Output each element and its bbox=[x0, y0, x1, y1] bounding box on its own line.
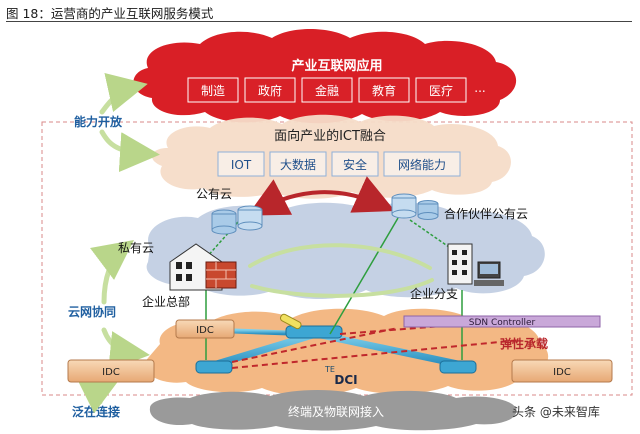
branch-building-icon bbox=[447, 243, 504, 286]
hq-label: 企业总部 bbox=[142, 294, 190, 309]
hq-building-icon bbox=[169, 243, 237, 291]
te-label: TE bbox=[324, 365, 335, 374]
ict-item: 网络能力 bbox=[398, 157, 446, 172]
app-label: 政府 bbox=[258, 83, 282, 98]
svg-text:SDN Controller: SDN Controller bbox=[469, 318, 536, 328]
branch-label: 企业分支 bbox=[410, 286, 458, 301]
app-label: 制造 bbox=[201, 84, 225, 98]
idc-box-right: IDC bbox=[511, 359, 613, 383]
ict-item: 大数据 bbox=[280, 157, 316, 172]
elastic-label: 弹性承载 bbox=[500, 336, 548, 351]
title-rule bbox=[6, 21, 632, 22]
cloud-exchange-arrow bbox=[247, 176, 395, 216]
app-label: 医疗 bbox=[429, 84, 453, 98]
access-label: 终端及物联网接入 bbox=[288, 404, 384, 419]
sdn-controller: SDN Controller bbox=[403, 315, 601, 328]
app-label: 教育 bbox=[372, 83, 396, 98]
left-arrows bbox=[76, 72, 160, 414]
figure-title: 图 18：运营商的产业互联网服务模式 bbox=[6, 6, 214, 21]
public-cloud-servers bbox=[211, 205, 263, 235]
dci-label: DCI bbox=[334, 373, 357, 387]
partner-cloud-label: 合作伙伴公有云 bbox=[444, 206, 528, 221]
ict-cloud: 面向产业的ICT融合 IOT 大数据 安全 网络能力 bbox=[151, 114, 511, 199]
ict-cloud-title: 面向产业的ICT融合 bbox=[274, 128, 386, 144]
industry-apps: 制造 政府 金融 教育 医疗 ... bbox=[187, 77, 486, 103]
app-more: ... bbox=[474, 81, 485, 95]
svg-text:IDC: IDC bbox=[102, 367, 120, 378]
private-cloud-label: 私有云 bbox=[118, 241, 154, 255]
capability-open-label: 能力开放 bbox=[74, 114, 123, 129]
idc-box-upper-left: IDC bbox=[175, 319, 235, 339]
industry-cloud: 产业互联网应用 bbox=[133, 29, 517, 124]
watermark: 头条 @未来智库 bbox=[512, 404, 600, 419]
middle-arrows bbox=[248, 243, 434, 298]
access-cloud: 终端及物联网接入 bbox=[149, 390, 517, 431]
idc-box-left: IDC bbox=[67, 359, 155, 383]
edge-device bbox=[279, 313, 302, 330]
ubiquitous-label: 泛在连接 bbox=[72, 404, 120, 419]
partner-cloud-servers bbox=[391, 193, 439, 220]
ict-item: IOT bbox=[231, 158, 252, 172]
public-cloud-label: 公有云 bbox=[196, 187, 232, 201]
svg-text:IDC: IDC bbox=[553, 367, 571, 378]
cloud-network-label: 云网协同 bbox=[68, 304, 116, 319]
industry-cloud-title: 产业互联网应用 bbox=[291, 58, 382, 74]
svg-text:IDC: IDC bbox=[196, 325, 214, 336]
app-label: 金融 bbox=[315, 83, 339, 98]
ict-item: 安全 bbox=[343, 157, 367, 172]
